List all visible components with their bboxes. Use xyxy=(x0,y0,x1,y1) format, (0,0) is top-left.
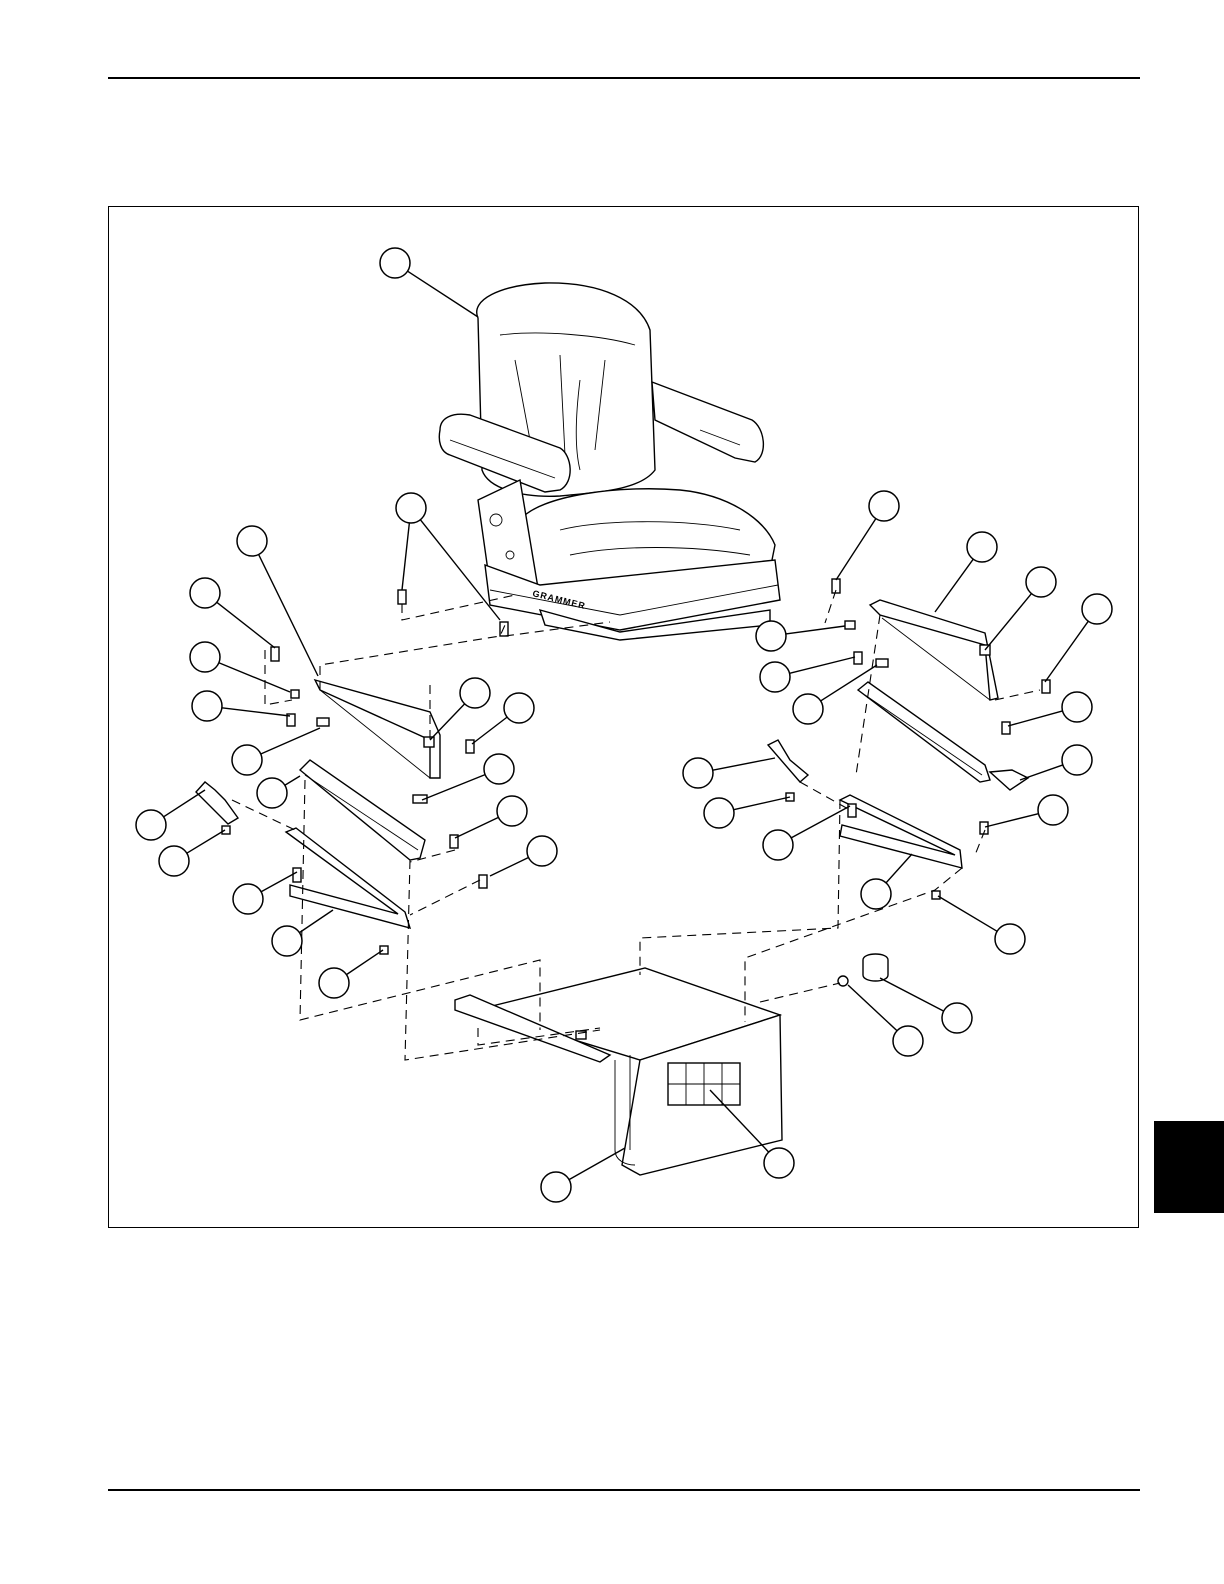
callout-balloon[interactable] xyxy=(704,798,734,828)
callout-balloon[interactable] xyxy=(504,693,534,723)
callout-balloon[interactable] xyxy=(484,754,514,784)
callout-leader xyxy=(713,758,775,770)
callout-leader xyxy=(285,776,300,785)
callout-leader xyxy=(569,1148,625,1180)
callout-balloon[interactable] xyxy=(683,758,713,788)
seat-assembly: GRAMMER xyxy=(439,283,780,640)
callout-balloon[interactable] xyxy=(1026,567,1056,597)
callout-balloon[interactable] xyxy=(232,745,262,775)
callout-balloon[interactable] xyxy=(233,884,263,914)
callout-leader xyxy=(455,817,498,838)
callout-balloon[interactable] xyxy=(190,642,220,672)
callout-balloon[interactable] xyxy=(190,578,220,608)
callout-leader xyxy=(408,271,478,317)
callout-balloon[interactable] xyxy=(893,1026,923,1056)
callout-balloon[interactable] xyxy=(861,879,891,909)
callout-leader xyxy=(222,708,290,716)
callout-leader xyxy=(1045,621,1088,682)
callout-leader xyxy=(219,663,290,692)
callout-balloon[interactable] xyxy=(380,248,410,278)
callout-balloon[interactable] xyxy=(159,846,189,876)
callout-leader xyxy=(1020,765,1063,780)
callout-leader xyxy=(985,594,1031,650)
callout-balloon[interactable] xyxy=(1038,795,1068,825)
callout-balloon[interactable] xyxy=(756,621,786,651)
callout-balloon[interactable] xyxy=(1082,594,1112,624)
callout-balloon[interactable] xyxy=(760,662,790,692)
callout-balloon[interactable] xyxy=(793,694,823,724)
callout-balloon[interactable] xyxy=(764,1148,794,1178)
callout-leader xyxy=(734,797,790,810)
callout-leader xyxy=(880,978,944,1011)
callout-leader xyxy=(848,985,897,1031)
callout-balloon[interactable] xyxy=(763,830,793,860)
callout-leader xyxy=(346,950,383,975)
callout-leader xyxy=(261,728,320,754)
callout-balloon[interactable] xyxy=(527,836,557,866)
callout-balloon[interactable] xyxy=(995,924,1025,954)
callout-leader xyxy=(402,523,409,590)
callout-balloon[interactable] xyxy=(497,796,527,826)
callout-leader xyxy=(187,830,225,853)
callout-leader xyxy=(299,910,333,933)
callout-balloon[interactable] xyxy=(1062,745,1092,775)
callout-balloon[interactable] xyxy=(396,493,426,523)
callout-balloon[interactable] xyxy=(237,526,267,556)
callout-leader xyxy=(1008,711,1063,726)
callout-leader xyxy=(217,602,275,648)
callout-leader xyxy=(938,896,997,931)
callout-leader xyxy=(490,857,528,876)
callout-balloon[interactable] xyxy=(541,1172,571,1202)
callout-leader xyxy=(472,717,507,744)
callout-balloon[interactable] xyxy=(967,532,997,562)
callout-balloon[interactable] xyxy=(257,778,287,808)
callout-balloon[interactable] xyxy=(942,1003,972,1033)
callout-balloon[interactable] xyxy=(460,678,490,708)
callout-balloon[interactable] xyxy=(869,491,899,521)
callout-balloon[interactable] xyxy=(319,968,349,998)
right-mount-hardware xyxy=(768,579,1050,899)
callout-balloon[interactable] xyxy=(1062,692,1092,722)
callout-leader xyxy=(786,626,845,634)
callout-leader xyxy=(886,854,912,883)
callout-leader xyxy=(985,814,1038,827)
callout-balloon[interactable] xyxy=(136,810,166,840)
callout-leader xyxy=(164,790,205,817)
callout-leader xyxy=(836,519,876,580)
callout-balloon[interactable] xyxy=(192,691,222,721)
callout-leader xyxy=(430,704,465,740)
callout-leader xyxy=(935,559,973,612)
callout-balloon[interactable] xyxy=(272,926,302,956)
callout-leader xyxy=(259,554,318,676)
callout-leader xyxy=(790,657,855,673)
